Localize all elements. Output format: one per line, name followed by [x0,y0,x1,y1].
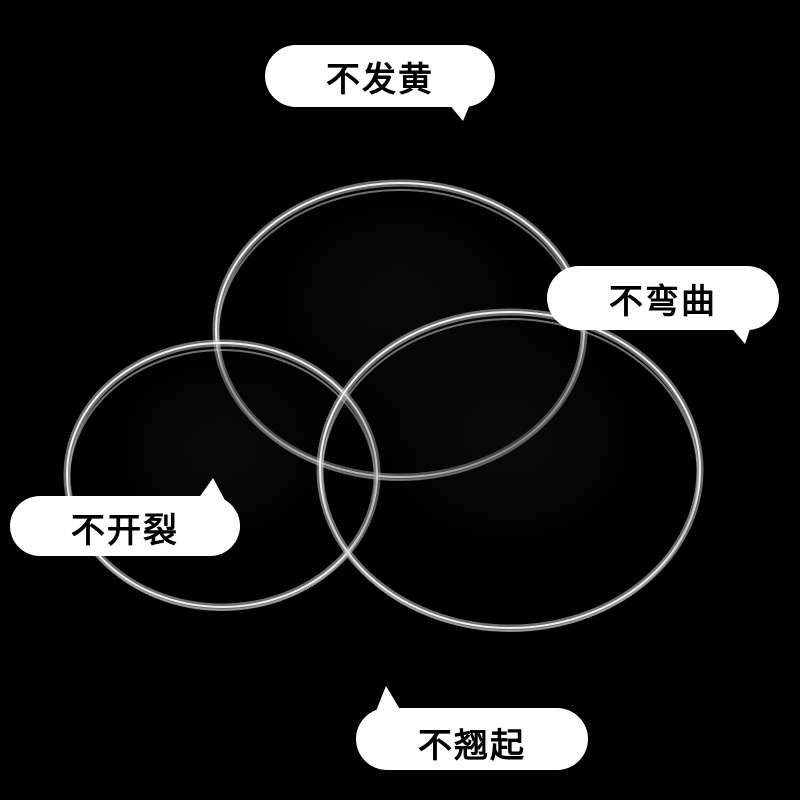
label-no-yellowing: 不发黄 [326,59,434,100]
speech-bubble-no-yellowing: 不发黄 [265,45,495,121]
bubble-shape [265,45,495,121]
bubble-shape [547,266,779,344]
label-no-cracking: 不开裂 [71,510,179,551]
speech-bubble-no-warping: 不翘起 [356,686,588,776]
label-no-warping: 不翘起 [418,725,526,766]
speech-bubble-no-bending: 不弯曲 [547,266,779,344]
bubble-shape [10,478,240,556]
speech-bubble-no-cracking: 不开裂 [10,478,240,556]
disc-right [316,308,704,632]
bubble-shape [356,686,588,770]
label-no-bending: 不弯曲 [609,281,717,322]
